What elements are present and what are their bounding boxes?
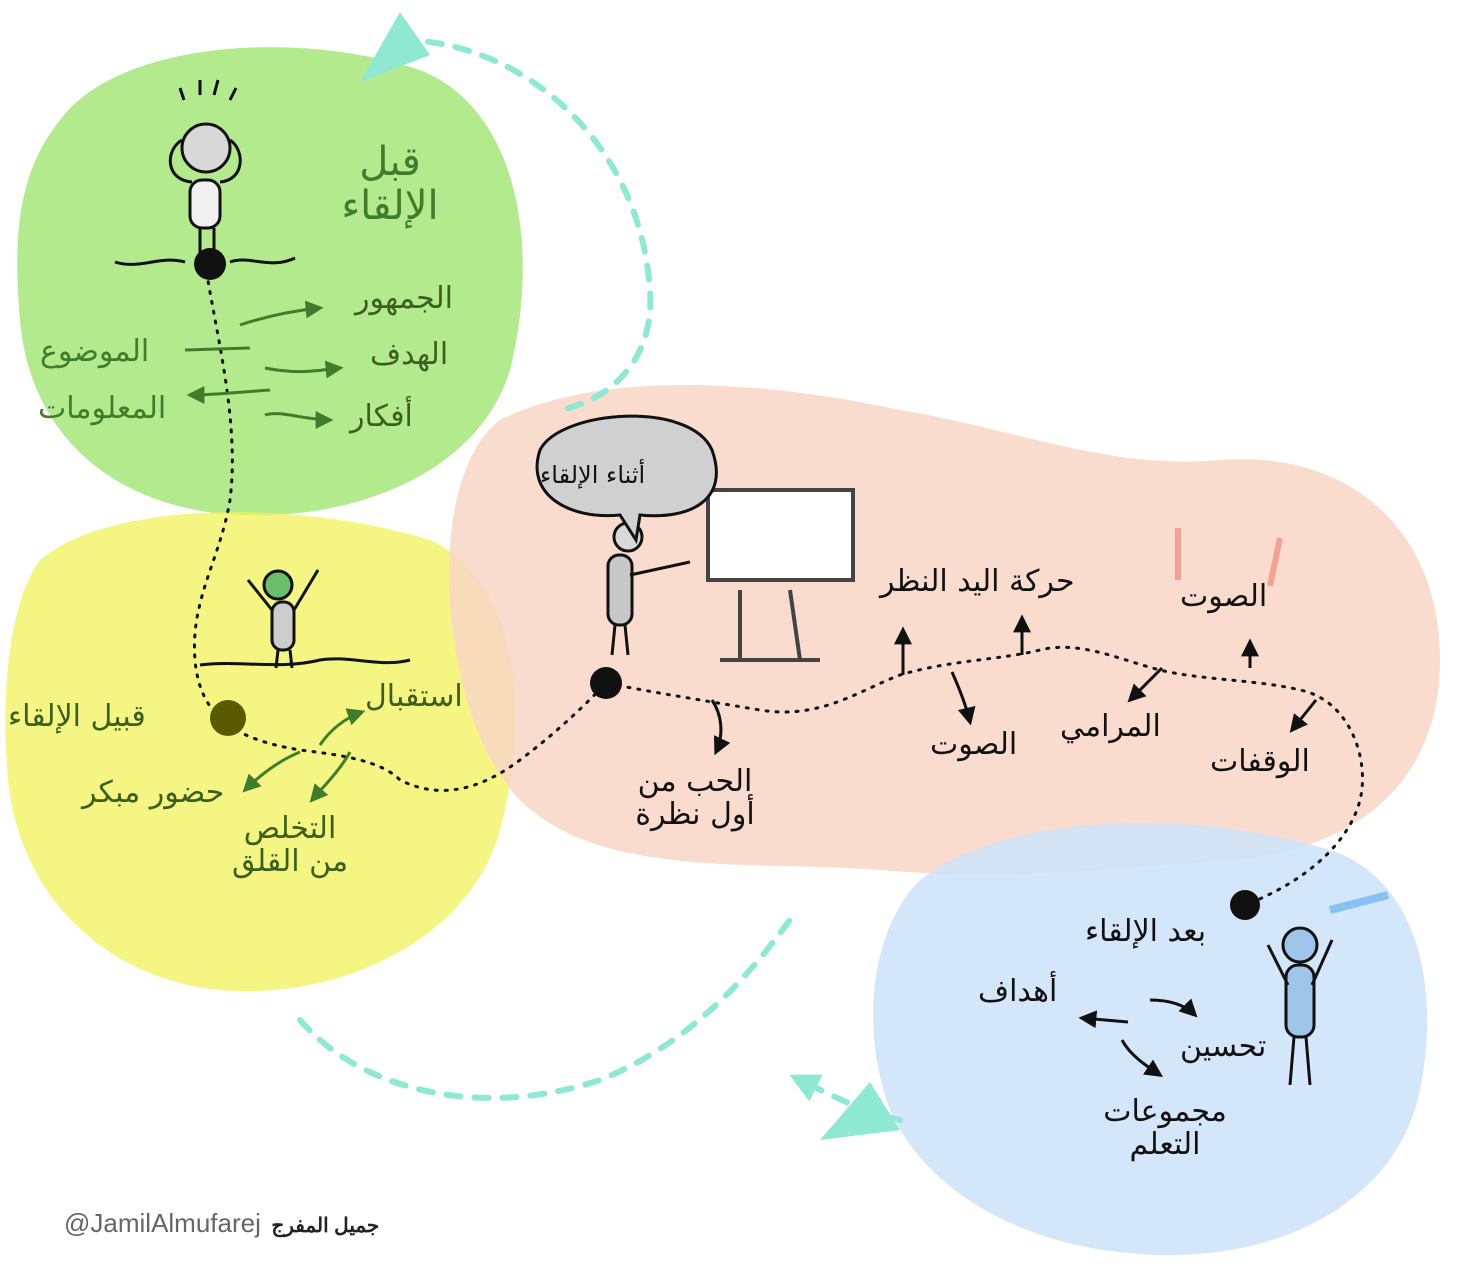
milestone-during [590, 667, 622, 699]
speech-bubble [535, 414, 718, 545]
during-item-hand-eye: حركة اليد النظر [880, 564, 1075, 599]
during-arrows [710, 614, 1318, 756]
voice-accent-marks [1175, 528, 1283, 587]
just-before-arrows [242, 708, 366, 803]
milestone-just-before [210, 700, 246, 736]
during-item-voice-mid: الصوت [930, 727, 1018, 762]
cheering-figure [246, 569, 320, 669]
after-accent-mark [1328, 891, 1390, 914]
milestone-after [1230, 890, 1260, 920]
during-item-intent: المرامي [1060, 709, 1161, 744]
before-item-topic: الموضوع [40, 334, 150, 369]
after-item-groups: مجموعات التعلم [1103, 1094, 1227, 1162]
after-stage-title: بعد الإلقاء [1085, 914, 1207, 949]
before-item-goal: الهدف [370, 337, 449, 372]
during-stage-bubble: أثناء الإلقاء [540, 461, 646, 489]
during-item-first-sight: الحب من أول نظرة [635, 764, 755, 832]
cycle-arc-bottom [297, 917, 793, 1101]
before-arrows [184, 300, 344, 429]
after-item-improve: تحسين [1180, 1029, 1267, 1064]
cycle-arrowhead-top [360, 12, 430, 82]
before-stage-blob [17, 47, 523, 516]
before-item-info: المعلومات [38, 391, 167, 426]
journey-dotted-path [192, 260, 1364, 907]
author-name: جميل المفرج [271, 1215, 380, 1237]
whiteboard [706, 488, 855, 662]
during-item-voice-right: الصوت [1180, 579, 1268, 614]
after-stage-blob [873, 822, 1428, 1255]
after-figure [1266, 926, 1334, 1086]
after-arrows [1078, 998, 1198, 1077]
before-stage-title: قبل الإلقاء [341, 139, 439, 229]
just-before-stage-blob [5, 512, 516, 992]
milestone-before [194, 248, 226, 280]
just-before-item-early: حضور مبكر [82, 775, 225, 810]
author-handle: @JamilAlmufarej [64, 1208, 261, 1238]
worried-figure [168, 79, 242, 255]
stage-blob-group [5, 47, 1441, 1255]
just-before-stage-title: قبيل الإلقاء [8, 699, 146, 734]
just-before-item-reception: استقبال [365, 679, 463, 714]
author-credit: @JamilAlmufarej جميل المفرج [64, 1208, 379, 1239]
before-item-audience: الجمهور [355, 281, 453, 316]
cycle-arc-top [397, 37, 654, 413]
after-item-goals: أهداف [978, 974, 1058, 1009]
ground-line-before [114, 256, 296, 266]
during-item-pauses: الوقفات [1210, 744, 1310, 779]
ground-line-just-before [199, 657, 411, 667]
cycle-arrowhead-bottom [820, 1082, 900, 1140]
before-item-ideas: أفكار [350, 399, 413, 434]
just-before-item-anxiety: التخلص من القلق [231, 811, 349, 879]
